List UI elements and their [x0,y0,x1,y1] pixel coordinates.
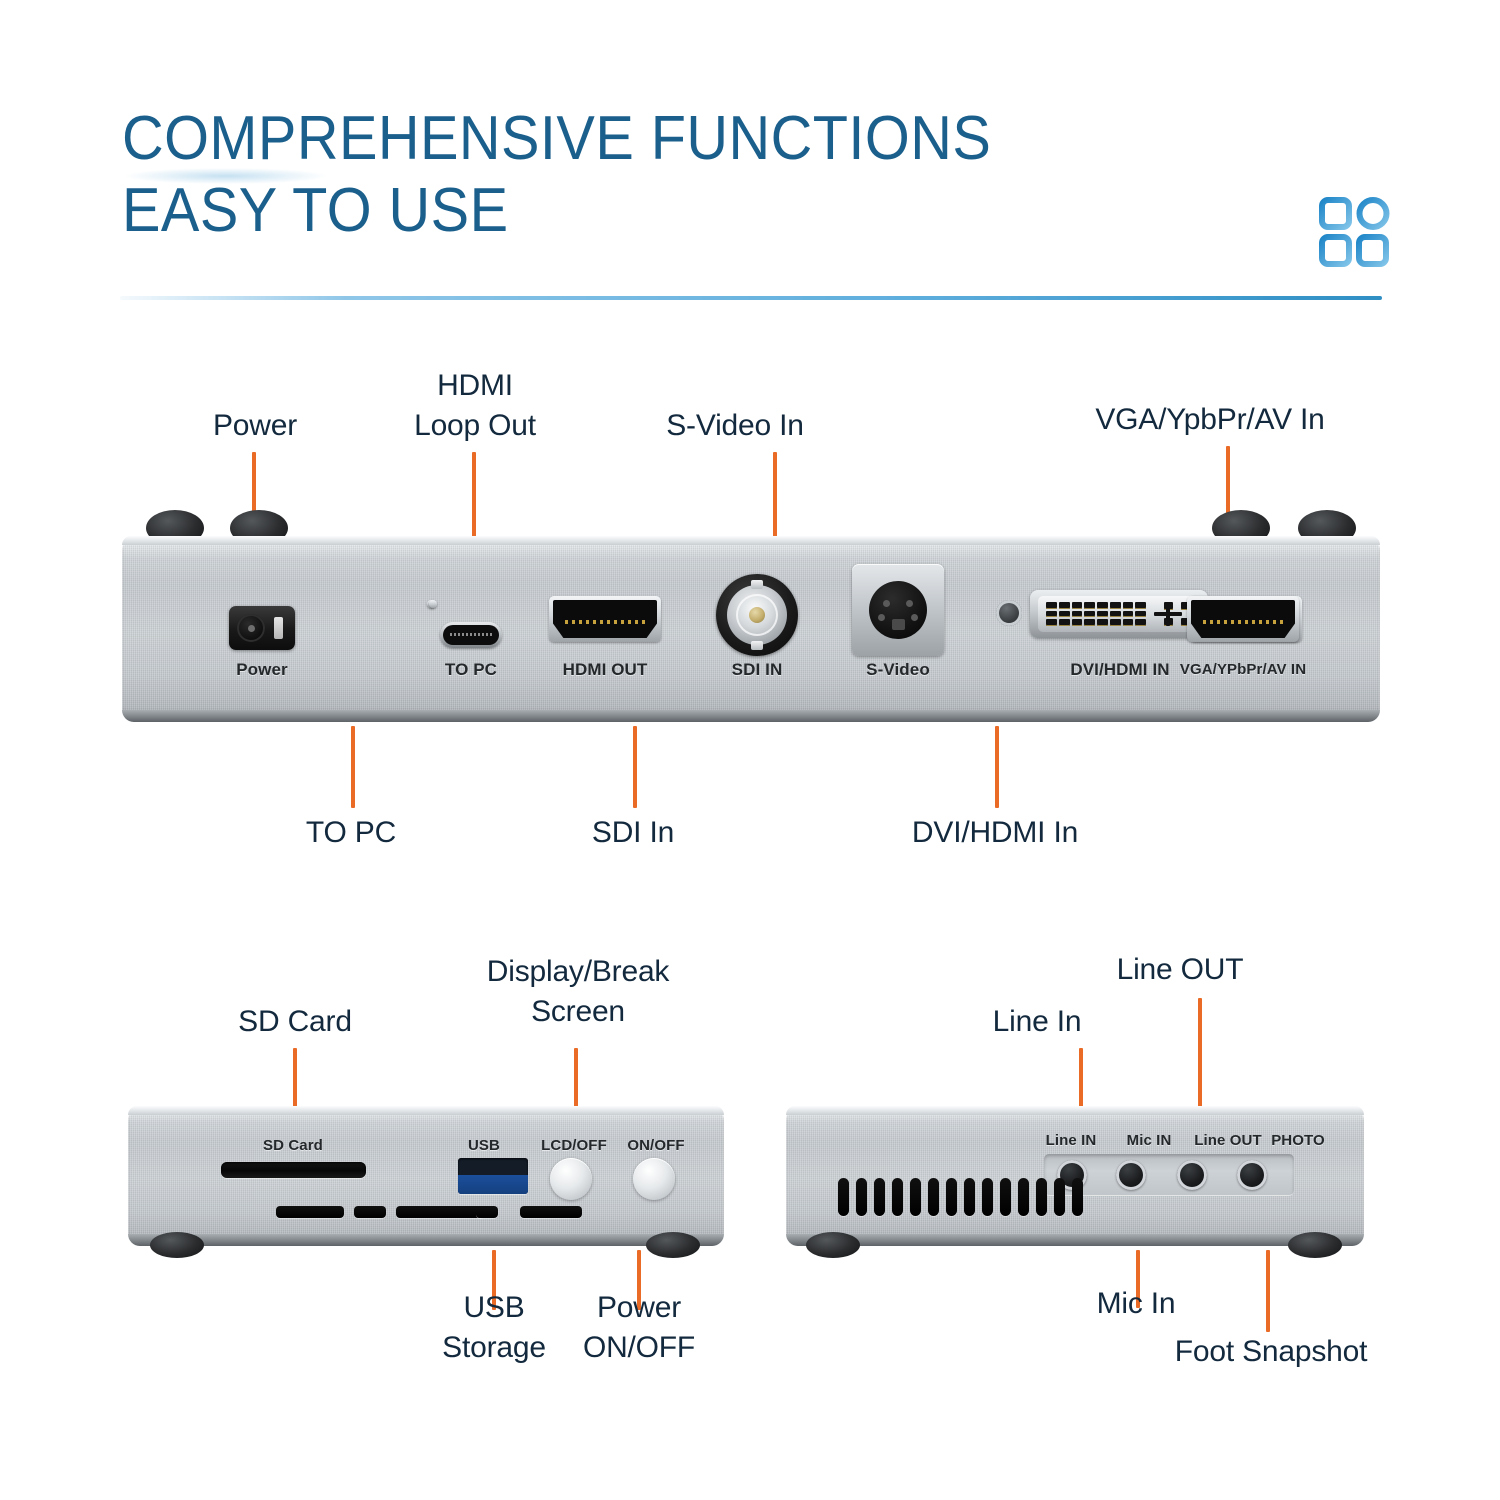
rubber-foot [1288,1232,1342,1258]
silk-label-hdmi-out: HDMI OUT [562,660,648,679]
callout-power: Power [212,409,298,442]
silk-label-usb: USB [468,1137,500,1154]
hdmi-out-port[interactable] [549,596,661,642]
silk-label-s-video: S-Video [866,660,930,679]
vent-slot [910,1178,921,1216]
device-rear-view: Power TO PC HDMI OUT SDI IN [122,510,1380,722]
leader-power [252,452,256,550]
vent-slot [874,1178,885,1216]
vent-slot [892,1178,903,1216]
vent-slot [396,1206,484,1218]
dvi-hdmi-in-port[interactable] [1030,590,1208,638]
leader-sd-card [293,1048,297,1110]
silk-label-vga-ypbpr-av-in: VGA/YPbPr/AV IN [1179,661,1307,678]
leader-power-on-off [637,1250,641,1310]
chassis-top-edge [128,1106,724,1115]
power-jack-port[interactable] [229,606,295,650]
callout-dvi-hdmi-in: DVI/HDMI In [911,816,1079,849]
sd-card-slot[interactable] [221,1162,366,1178]
vent-slot [838,1178,849,1216]
rubber-foot [806,1232,860,1258]
leader-hdmi-loop-out [472,452,476,594]
leader-line-out [1198,998,1202,1110]
lcd-off-button[interactable] [550,1158,592,1200]
power-on-off-button[interactable] [633,1158,675,1200]
callout-usb-storage: USB Storage [442,1291,546,1364]
silk-label-sd-card: SD Card [263,1137,323,1154]
leader-line-in [1079,1048,1083,1110]
vent-slot [964,1178,975,1216]
callout-to-pc: TO PC [305,816,397,849]
line-out-jack[interactable] [1177,1160,1207,1190]
vent-slot [928,1178,939,1216]
silk-label-photo: PHOTO [1271,1132,1325,1149]
vent-slot [856,1178,867,1216]
vent-slot [1072,1178,1083,1216]
silk-label-mic-in: Mic IN [1126,1132,1172,1149]
vent-slot [520,1206,582,1218]
vent-slot [1000,1178,1011,1216]
page-title: COMPREHENSIVE FUNCTIONS EASY TO USE [122,103,1057,247]
vent-slot [354,1206,386,1218]
silk-label-to-pc: TO PC [444,660,498,679]
chassis-bottom-edge [122,710,1380,722]
usb-3-port[interactable] [458,1158,528,1194]
leader-to-pc [351,726,355,808]
callout-hdmi-loop-out: HDMI Loop Out [414,369,536,442]
grid-apps-icon [1318,196,1390,268]
silk-label-lcd-off: LCD/OFF [541,1137,607,1154]
chassis-top-edge [786,1106,1364,1115]
callout-sdi-in: SDI In [591,816,675,849]
leader-usb-storage [492,1250,496,1310]
callout-line-in: Line In [992,1005,1082,1038]
vent-slot [1054,1178,1065,1216]
mic-in-jack[interactable] [1116,1160,1146,1190]
vent-slot [946,1178,957,1216]
vent-slot [476,1206,498,1218]
callout-vga-ypbpr-av-in: VGA/YpbPr/AV In [1095,403,1325,436]
page-header: COMPREHENSIVE FUNCTIONS EASY TO USE [0,0,1500,310]
vent-slot [1036,1178,1047,1216]
leader-display-break-screen [574,1048,578,1110]
chassis-top-edge [122,536,1380,545]
audio-jack-panel [1044,1154,1294,1196]
rubber-foot [646,1232,700,1258]
silk-label-line-out: Line OUT [1194,1132,1262,1149]
leader-foot-snapshot [1266,1250,1270,1332]
vga-ypbpr-av-in-port[interactable] [1187,596,1299,642]
leader-sdi-in [633,726,637,808]
vent-slot [1018,1178,1029,1216]
silk-label-sdi-in: SDI IN [731,660,783,679]
hdmi-out-port[interactable] [429,600,437,608]
photo-foot-snapshot-jack[interactable] [1237,1160,1267,1190]
sdi-in-bnc-port[interactable] [716,574,798,656]
callout-line-out: Line OUT [1116,953,1244,986]
chassis-bottom-edge [786,1234,1364,1246]
title-line-2: EASY TO USE [122,176,509,245]
callout-display-break-screen: Display/Break Screen [486,955,670,1028]
vent-slot [982,1178,993,1216]
s-video-port[interactable] [852,564,944,656]
silk-label-dvi-hdmi-in: DVI/HDMI IN [1070,660,1170,679]
device-side-view: Line IN Mic IN Line OUT PHOTO [786,1106,1364,1258]
device-front-view: SD Card USB LCD/OFF ON/OFF [128,1106,724,1258]
rubber-foot [150,1232,204,1258]
dvi-screw-left [996,600,1022,626]
silk-label-power: Power [236,660,288,679]
callout-sd-card: SD Card [238,1005,352,1038]
chassis-bottom-edge [128,1234,724,1246]
silk-label-on-off: ON/OFF [627,1137,685,1154]
header-divider [120,296,1382,300]
silk-label-line-in: Line IN [1045,1132,1097,1149]
callout-s-video-in: S-Video In [666,409,804,442]
leader-mic-in [1136,1250,1140,1308]
title-line-1: COMPREHENSIVE FUNCTIONS [122,104,992,173]
callout-power-on-off: Power ON/OFF [582,1291,696,1364]
leader-dvi-hdmi-in [995,726,999,808]
leader-s-video-in [773,452,777,557]
callout-foot-snapshot: Foot Snapshot [1174,1335,1368,1368]
usb-c-to-pc-port[interactable] [440,622,502,648]
callout-mic-in: Mic In [1096,1287,1176,1320]
vent-slot [276,1206,344,1218]
